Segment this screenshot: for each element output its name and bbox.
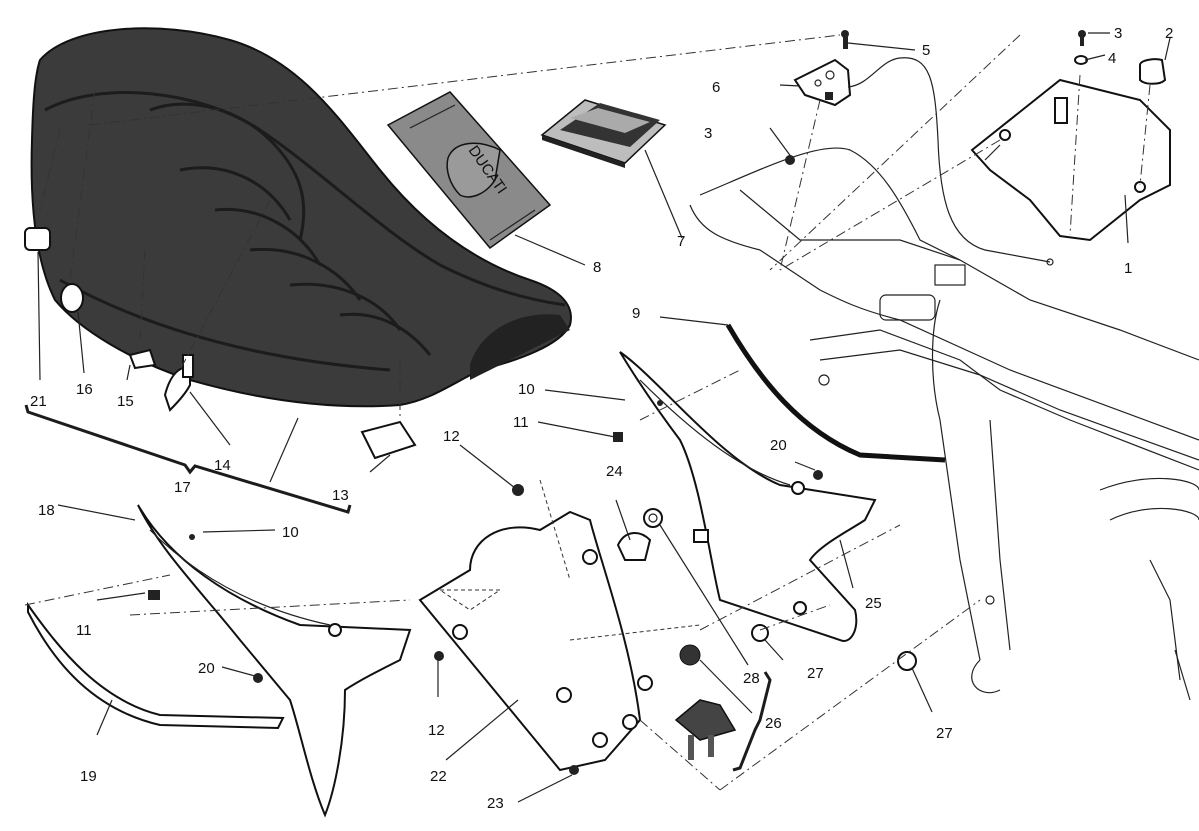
owners-manual: [540, 99, 667, 168]
plug: [512, 484, 524, 496]
callout-17: 17: [174, 479, 191, 496]
callout-labels: 1 2 3 3 4 5 6 7 8 9 10 10 11 11 12 12 13…: [30, 25, 1173, 812]
callout-25: 25: [865, 595, 882, 612]
center-side-panel: [418, 508, 737, 772]
leader-lines: [37, 32, 1171, 803]
callout-2: 2: [1165, 25, 1173, 42]
panel-clip: [616, 532, 652, 561]
callout-26: 26: [765, 715, 782, 732]
callout-18: 18: [38, 502, 55, 519]
seat-rib: [149, 102, 306, 241]
callout-8: 8: [593, 259, 601, 276]
seat-rib: [339, 312, 432, 356]
group-bracket-17: [24, 404, 352, 514]
callout-12-bottom: 12: [428, 722, 445, 739]
seat-piping: [44, 91, 566, 307]
seat-rib: [249, 247, 362, 301]
callout-19: 19: [80, 768, 97, 785]
callout-7: 7: [677, 233, 685, 250]
callout-27-center: 27: [807, 665, 824, 682]
seat-assembly: [30, 27, 572, 408]
tray-boss: [1054, 97, 1068, 124]
callout-22: 22: [430, 768, 447, 785]
trim-strip: [725, 323, 946, 463]
grommet: [643, 508, 663, 528]
callout-23: 23: [487, 795, 504, 812]
seat-bumper: [24, 227, 51, 251]
callout-21: 21: [30, 393, 47, 410]
callout-16: 16: [76, 381, 93, 398]
callout-4: 4: [1108, 50, 1116, 67]
lock-barrel: [679, 644, 701, 666]
callout-9: 9: [632, 305, 640, 322]
rubber-bushing: [60, 283, 84, 313]
rubber-cap: [1139, 58, 1167, 85]
seat-rib: [179, 166, 292, 221]
callout-13: 13: [332, 487, 349, 504]
callout-11-left: 11: [76, 622, 92, 639]
seat-latch-assembly: [793, 30, 1054, 266]
callout-10-left: 10: [282, 524, 299, 541]
group-bracket-26: [732, 671, 772, 772]
callout-12-top: 12: [443, 428, 460, 445]
callout-10-center: 10: [518, 381, 535, 398]
seat-rubber-pad: [360, 420, 417, 460]
rear-subframe: [689, 147, 1199, 701]
right-side-panel: [619, 351, 877, 642]
callout-28: 28: [743, 670, 760, 687]
callout-15: 15: [117, 393, 134, 410]
ducati-shield-logo: [446, 142, 501, 198]
seat-hook: [163, 366, 191, 412]
callout-27-right: 27: [936, 725, 953, 742]
document-pouch: DUCATI: [386, 91, 552, 250]
callout-11-center: 11: [513, 414, 529, 431]
callout-3-top: 3: [1114, 25, 1122, 42]
left-trim-strip: [27, 601, 285, 730]
callout-24: 24: [606, 463, 623, 480]
seat-rib: [289, 282, 402, 331]
callout-20-left: 20: [198, 660, 215, 677]
callout-6: 6: [712, 79, 720, 96]
callout-1: 1: [1124, 260, 1132, 277]
tail-undertray: [785, 30, 1171, 242]
callout-3-frame: 3: [704, 125, 712, 142]
alignment-lines: [24, 34, 1151, 791]
speed-nut: [128, 348, 157, 370]
seat-underside: [470, 314, 570, 380]
callout-20-right: 20: [770, 437, 787, 454]
callout-14: 14: [214, 457, 231, 474]
seat-rib: [59, 278, 391, 372]
key: [674, 699, 737, 741]
seat-rib: [214, 207, 322, 266]
callout-5: 5: [922, 42, 930, 59]
